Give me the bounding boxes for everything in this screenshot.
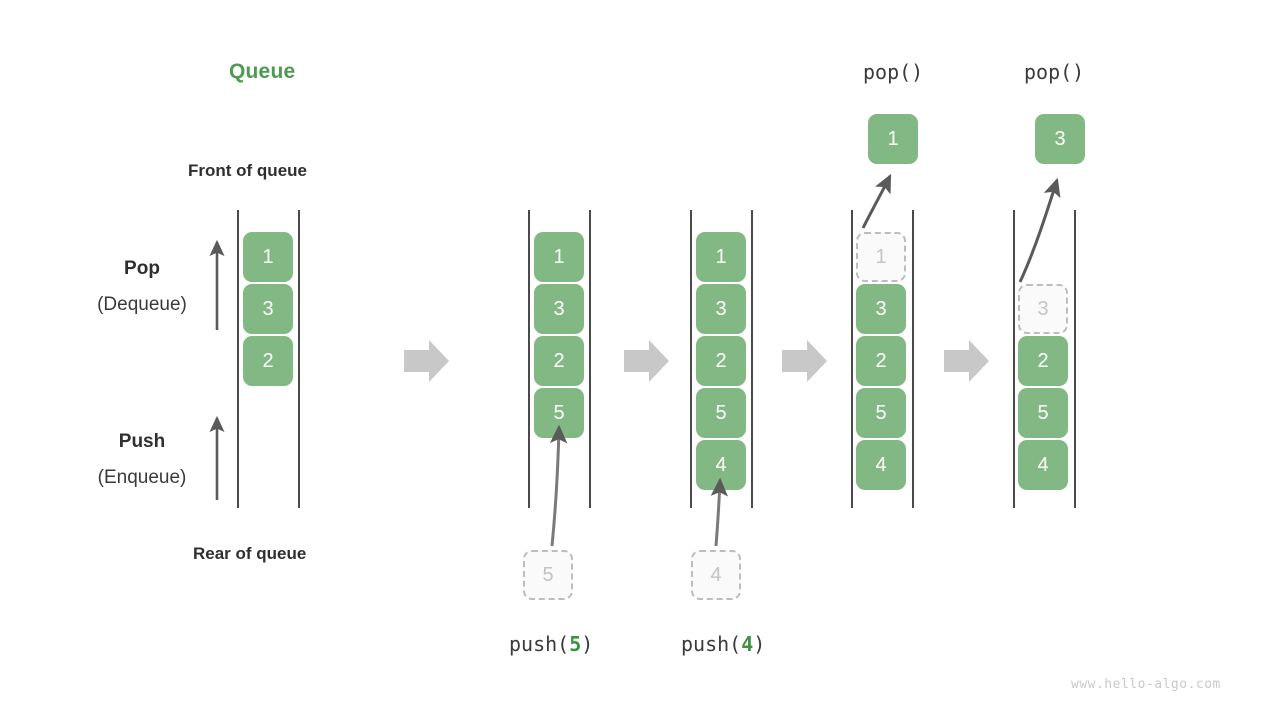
- push-4-caption-suffix: ): [753, 632, 766, 656]
- queue-cell: 2: [856, 336, 906, 386]
- queue-cell: 4: [696, 440, 746, 490]
- push-5-caption: push(5): [509, 632, 593, 656]
- queue-cell: 5: [696, 388, 746, 438]
- queue-cell: 2: [1018, 336, 1068, 386]
- front-of-queue-label: Front of queue: [188, 161, 307, 180]
- queue-cell: 5: [534, 388, 584, 438]
- rail-right: [589, 210, 591, 508]
- queue-cell: 5: [856, 388, 906, 438]
- queue-cell: 1: [243, 232, 293, 282]
- queue-cell: 3: [696, 284, 746, 334]
- rear-of-queue-label: Rear of queue: [193, 544, 307, 563]
- rail-right: [912, 210, 914, 508]
- popped-ghost-cell: 3: [1018, 284, 1068, 334]
- rail-left: [690, 210, 692, 508]
- push-label: Push: [118, 431, 166, 452]
- queue-cell: 5: [1018, 388, 1068, 438]
- queue-cell: 4: [856, 440, 906, 490]
- rail-left: [528, 210, 530, 508]
- rail-left: [851, 210, 853, 508]
- push-4-caption: push(4): [681, 632, 765, 656]
- rail-left: [237, 210, 239, 508]
- push-5-arrow: [549, 424, 568, 547]
- pop-3-arrow: [1018, 177, 1061, 283]
- rail-right: [751, 210, 753, 508]
- incoming-ghost-cell: 5: [523, 550, 573, 600]
- queue-cell: 2: [534, 336, 584, 386]
- pop-1-caption: pop(): [863, 60, 924, 84]
- pop-2-caption: pop(): [1024, 60, 1085, 84]
- push-5-caption-suffix: ): [581, 632, 594, 656]
- queue-cell: 1: [696, 232, 746, 282]
- popped-value-cell: 1: [868, 114, 918, 164]
- queue-cell: 4: [1018, 440, 1068, 490]
- queue-cell: 3: [243, 284, 293, 334]
- flow-arrow: [624, 340, 669, 382]
- flow-arrow: [404, 340, 449, 382]
- push-sublabel: (Enqueue): [97, 467, 187, 488]
- queue-cell: 3: [856, 284, 906, 334]
- rail-right: [1074, 210, 1076, 508]
- push-5-caption-value: 5: [569, 632, 582, 656]
- pop-sublabel: (Dequeue): [97, 294, 187, 315]
- page-title: Queue: [229, 60, 296, 83]
- watermark: www.hello-algo.com: [1071, 677, 1221, 692]
- flow-arrow: [944, 340, 989, 382]
- pop-label: Pop: [124, 258, 160, 279]
- queue-cell: 1: [534, 232, 584, 282]
- push-4-caption-value: 4: [741, 632, 754, 656]
- flow-arrow: [782, 340, 827, 382]
- queue-cell: 3: [534, 284, 584, 334]
- rail-left: [1013, 210, 1015, 508]
- push-4-caption-prefix: push(: [681, 632, 742, 656]
- push-5-caption-prefix: push(: [509, 632, 570, 656]
- rail-right: [298, 210, 300, 508]
- popped-value-cell: 3: [1035, 114, 1085, 164]
- popped-ghost-cell: 1: [856, 232, 906, 282]
- queue-cell: 2: [243, 336, 293, 386]
- queue-cell: 2: [696, 336, 746, 386]
- incoming-ghost-cell: 4: [691, 550, 741, 600]
- pop-1-arrow: [861, 173, 892, 229]
